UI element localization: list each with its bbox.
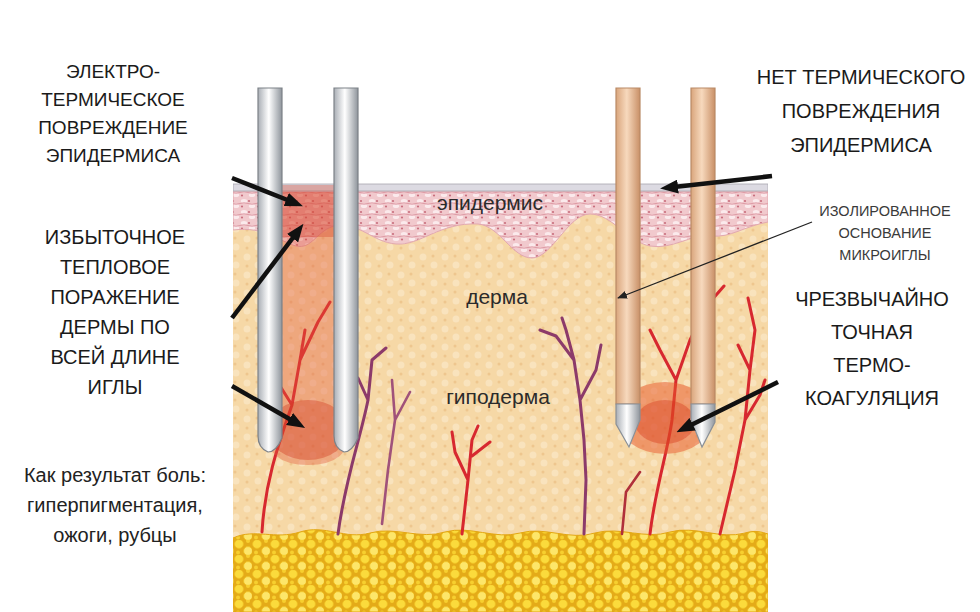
vessel bbox=[452, 426, 490, 534]
skin-section bbox=[233, 88, 768, 612]
leader-arrow bbox=[674, 176, 772, 187]
callout-label: ИЗОЛИРОВАННОЕ ОСНОВАНИЕ МИКРОИГЛЫ bbox=[818, 200, 953, 266]
layer-label: дерма bbox=[465, 284, 530, 310]
callout-label: ЧРЕЗВЫЧАЙНО ТОЧНАЯ ТЕРМО- КОАГУЛЯЦИЯ bbox=[794, 283, 951, 415]
callout-label: ЭЛЕКТРО- ТЕРМИЧЕСКОЕ ПОВРЕЖДЕНИЕ ЭПИДЕРМ… bbox=[37, 58, 190, 170]
insulated-needle bbox=[616, 88, 640, 404]
needle-tip bbox=[616, 404, 640, 447]
dermis-layer bbox=[233, 191, 768, 612]
leader-arrow bbox=[232, 386, 293, 421]
vessel bbox=[720, 298, 765, 534]
vessel bbox=[540, 318, 601, 534]
leader-arrow bbox=[232, 235, 295, 318]
vessel bbox=[382, 380, 410, 524]
note-text: Как результат боль: гиперпигментация, ож… bbox=[10, 460, 220, 550]
leader-arrow bbox=[689, 382, 778, 426]
layer-label: гиподерма bbox=[445, 384, 552, 410]
coagulation-core bbox=[635, 400, 695, 444]
metal-needle bbox=[334, 88, 358, 452]
callout-label: ИЗБЫТОЧНОЕ ТЕПЛОВОЕ ПОРАЖЕНИЕ ДЕРМЫ ПО В… bbox=[37, 222, 193, 402]
vessel bbox=[622, 472, 640, 534]
leader-arrows bbox=[232, 176, 812, 426]
insulated-needle bbox=[691, 88, 715, 404]
layer-label: эпидермис bbox=[435, 190, 545, 216]
fat-layer bbox=[233, 530, 768, 612]
callout-label: НЕТ ТЕРМИЧЕСКОГО ПОВРЕЖДЕНИЯ ЭПИДЕРМИСА bbox=[750, 60, 972, 162]
leader-arrow bbox=[232, 178, 290, 201]
leader-arrow bbox=[618, 222, 812, 298]
